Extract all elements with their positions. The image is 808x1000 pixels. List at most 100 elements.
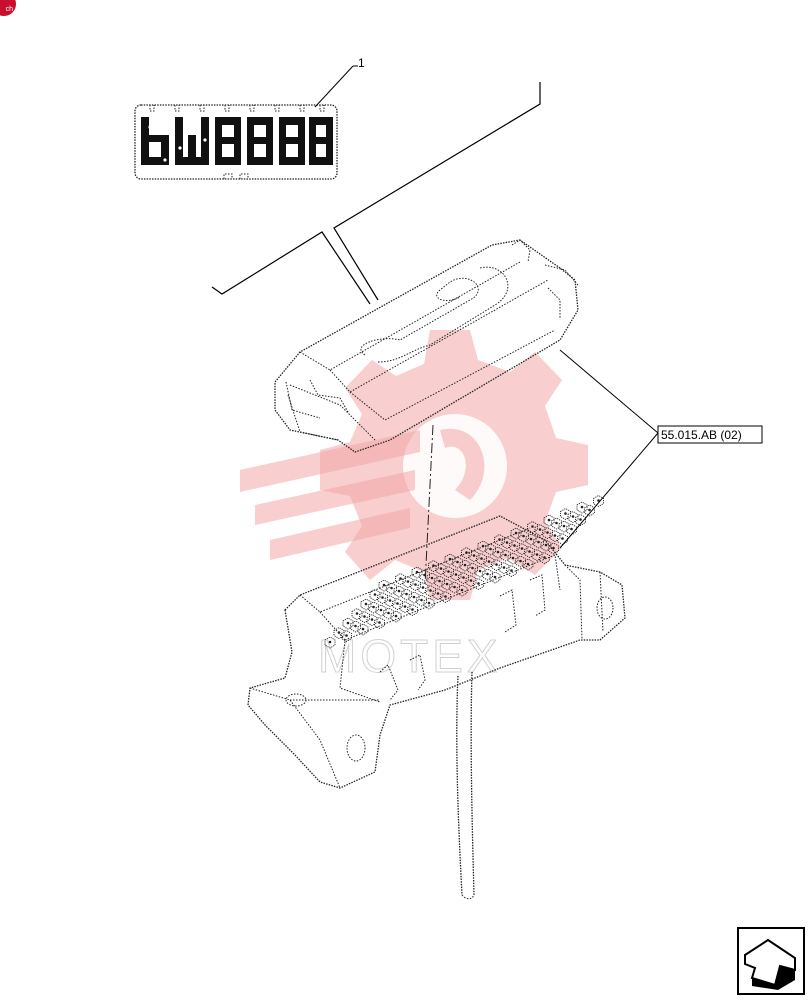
terminal-pin-hole xyxy=(394,614,398,618)
terminal-pin-hole xyxy=(328,640,332,644)
terminal-pin-hole xyxy=(469,579,473,582)
terminal-pin-hole xyxy=(361,627,365,631)
terminal-pin-hole xyxy=(399,577,402,580)
terminal-pin-hole xyxy=(493,575,497,579)
terminal-pin-hole xyxy=(511,556,515,560)
callout-1[interactable]: 1 xyxy=(314,56,365,108)
terminal-pin-hole xyxy=(378,621,381,624)
terminal-pin-hole xyxy=(354,624,357,628)
terminal-pin-hole xyxy=(505,541,509,544)
terminal-pin-hole xyxy=(546,531,549,534)
terminal-pin-hole xyxy=(579,518,582,521)
terminal-pin-hole xyxy=(564,512,567,515)
terminal-pin-hole xyxy=(421,586,425,589)
terminal-pin-hole xyxy=(562,524,566,528)
terminal-pin-hole xyxy=(423,573,426,577)
terminal-pin-hole xyxy=(363,615,366,618)
terminal-pin-hole xyxy=(456,560,459,564)
terminal-pin-hole xyxy=(396,602,399,605)
assembly-bracket-lines xyxy=(211,82,541,305)
terminal-pin-hole xyxy=(496,550,500,554)
terminal-pin-hole xyxy=(444,595,447,598)
terminal-pin-hole xyxy=(537,540,540,544)
terminal-pin-hole xyxy=(481,544,485,548)
terminal-pin-hole xyxy=(388,599,392,602)
terminal-pin-hole xyxy=(397,589,401,593)
terminal-pin-hole xyxy=(498,538,501,541)
terminal-pin-hole xyxy=(448,557,452,561)
terminal-pin-hole xyxy=(478,569,482,573)
terminal-pin-hole xyxy=(430,576,434,580)
terminal-pin-hole xyxy=(403,605,407,608)
page-turn-arrow-icon[interactable] xyxy=(737,927,805,995)
terminal-pin-hole xyxy=(364,602,368,606)
terminal-pin-hole xyxy=(504,553,507,557)
terminal-pin-hole xyxy=(502,566,506,569)
terminal-pin-hole xyxy=(420,598,423,602)
label-code-glyphs xyxy=(141,117,333,165)
terminal-pin-hole xyxy=(370,618,374,621)
terminal-pin-hole xyxy=(570,527,573,531)
terminal-pin-hole xyxy=(337,631,341,634)
terminal-pin-hole xyxy=(528,550,531,553)
terminal-pin-hole xyxy=(514,531,518,535)
terminal-pin-hole xyxy=(472,554,476,557)
terminal-pin-hole xyxy=(535,553,539,556)
terminal-pin-hole xyxy=(522,534,525,538)
terminal-pin-hole xyxy=(588,508,591,512)
terminal-pin-hole xyxy=(415,570,419,574)
terminal-pin-hole xyxy=(453,585,456,589)
callout-1-label: 1 xyxy=(358,56,365,70)
terminal-pin-hole xyxy=(538,528,542,531)
terminal-pin-hole xyxy=(462,576,465,579)
terminal-pin-hole xyxy=(580,505,584,509)
connector-cover xyxy=(274,239,579,453)
terminal-pin-hole xyxy=(373,593,377,596)
terminal-pin-hole xyxy=(547,518,551,522)
terminal-pin-hole xyxy=(390,586,393,590)
corner-badge: ch xyxy=(0,0,16,16)
reference-callout[interactable]: 55.015.AB (02) xyxy=(559,349,763,549)
watermark-gear-logo xyxy=(240,330,588,600)
terminal-pin-hole xyxy=(561,537,564,540)
terminal-pin-hole xyxy=(477,582,480,585)
terminal-pin-hole xyxy=(438,579,441,583)
terminal-pin-hole xyxy=(486,572,489,576)
terminal-pin-hole xyxy=(454,573,458,576)
terminal-pin-hole xyxy=(510,569,513,572)
terminal-pin-hole xyxy=(345,634,348,637)
terminal-pin-hole xyxy=(471,566,474,570)
item-1-label-plate xyxy=(134,104,338,180)
terminal-pin-hole xyxy=(414,583,417,586)
terminal-pin-hole xyxy=(439,567,443,570)
alignment-axis xyxy=(424,424,434,586)
connector-base xyxy=(247,515,626,789)
terminal-pin-hole xyxy=(543,556,546,559)
terminal-pin-hole xyxy=(387,611,390,615)
terminal-pin-grid xyxy=(324,494,604,649)
terminal-pin-hole xyxy=(355,612,359,615)
terminal-pin-hole xyxy=(460,588,464,592)
terminal-pin-hole xyxy=(531,525,534,528)
harness-cable xyxy=(456,671,475,900)
terminal-pin-hole xyxy=(520,547,524,550)
terminal-pin-hole xyxy=(412,595,416,599)
corner-badge-text: ch xyxy=(5,6,13,13)
terminal-pin-hole xyxy=(411,608,414,611)
terminal-pin-hole xyxy=(553,534,557,537)
terminal-pin-hole xyxy=(480,557,483,560)
terminal-pin-hole xyxy=(571,515,575,518)
terminal-pin-hole xyxy=(555,521,558,525)
terminal-pin-hole xyxy=(519,559,522,563)
terminal-pin-hole xyxy=(372,605,375,609)
terminal-pin-hole xyxy=(447,570,450,573)
terminal-pin-hole xyxy=(597,499,600,502)
terminal-pin-hole xyxy=(427,601,431,605)
terminal-pin-hole xyxy=(495,563,498,566)
reference-label: 55.015.AB (02) xyxy=(661,428,742,442)
terminal-pin-hole xyxy=(465,551,468,554)
terminal-pin-hole xyxy=(406,580,410,583)
terminal-pin-hole xyxy=(436,592,440,595)
terminal-pin-hole xyxy=(379,608,383,612)
